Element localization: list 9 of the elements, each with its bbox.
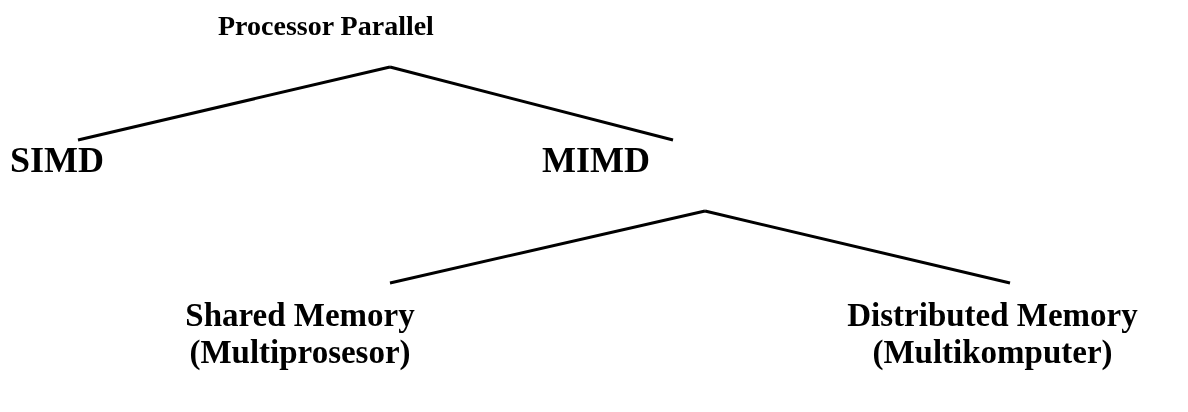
node-label: Distributed Memory (Multikomputer)	[846, 297, 1139, 371]
connector-line	[704, 209, 1011, 285]
connector-line	[389, 209, 706, 285]
node-label: Shared Memory (Multiprosesor)	[184, 297, 416, 371]
node-label: SIMD	[10, 140, 104, 181]
connector-line	[389, 65, 674, 142]
connector-line	[77, 65, 391, 142]
node-label: Processor Parallel	[218, 10, 434, 42]
node-label: MIMD	[542, 140, 650, 181]
